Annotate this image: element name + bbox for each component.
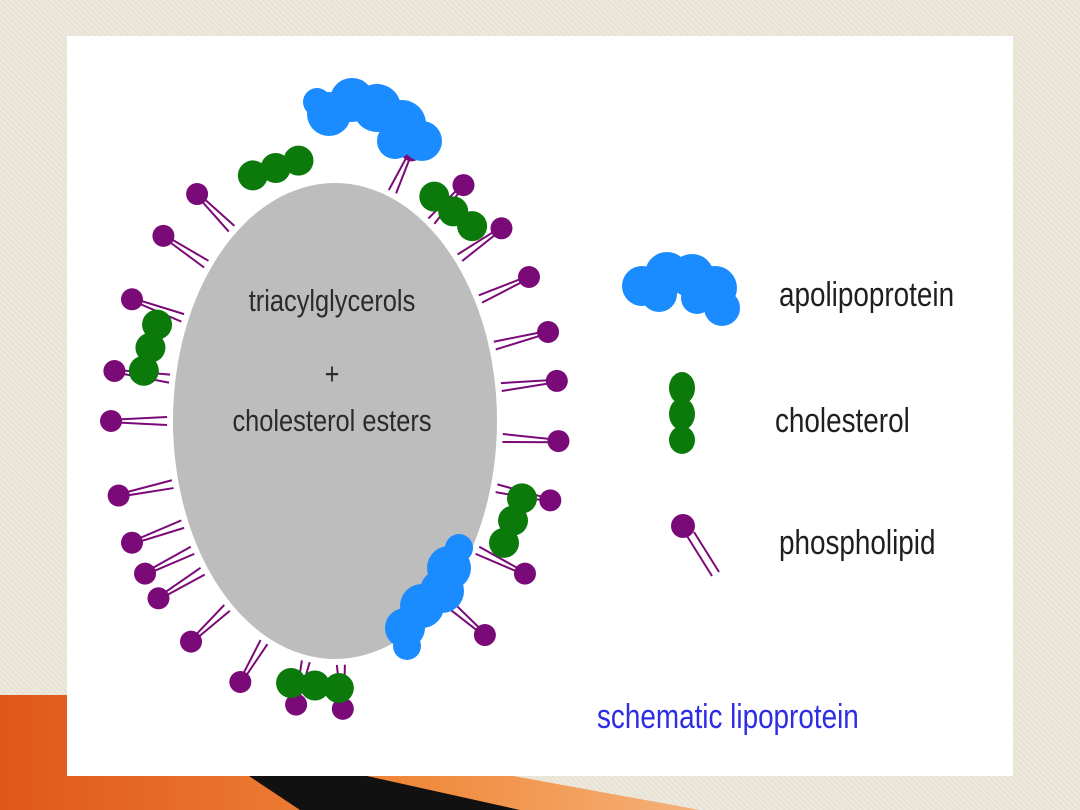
phospholipid	[186, 183, 236, 233]
apolipoprotein-top	[303, 78, 442, 161]
apolipoprotein-lower-right	[385, 534, 473, 660]
diagram-caption: schematic lipoprotein	[597, 697, 859, 735]
phospholipid	[107, 479, 174, 507]
cholesterol	[237, 145, 314, 191]
phospholipid	[500, 369, 568, 393]
core-label-line3: cholesterol esters	[232, 404, 431, 439]
phospholipid	[120, 519, 185, 554]
legend-label-apolipoprotein: apolipoprotein	[779, 275, 954, 313]
phospholipid	[493, 321, 560, 351]
phospholipid	[502, 430, 570, 453]
phospholipid	[100, 410, 168, 432]
cholesterol	[276, 668, 354, 704]
lipid-core	[173, 183, 497, 659]
phospholipid	[457, 217, 513, 262]
cholesterol	[128, 309, 173, 386]
cholesterol	[489, 483, 538, 558]
legend: apolipoprotein cholesterol phospholipid	[622, 252, 954, 577]
black-wedge	[240, 770, 520, 810]
content-panel: triacylglycerols + cholesterol esters ap…	[67, 36, 1013, 776]
phospholipid	[478, 266, 540, 304]
phospholipid	[475, 545, 536, 585]
phospholipid	[134, 545, 195, 585]
legend-label-phospholipid: phospholipid	[779, 523, 936, 561]
phospholipid	[180, 604, 231, 653]
apolipoprotein-icon	[622, 252, 740, 326]
cholesterol	[419, 181, 488, 242]
core-label-line1: triacylglycerols	[249, 284, 416, 319]
phospholipid-icon	[671, 514, 720, 577]
phospholipid	[147, 566, 206, 610]
legend-label-cholesterol: cholesterol	[775, 401, 910, 439]
phospholipid	[152, 224, 210, 269]
phospholipid	[229, 639, 269, 694]
cholesterol-shell	[128, 145, 538, 704]
cholesterol-icon	[669, 372, 695, 454]
core-label-plus: +	[325, 357, 340, 392]
lipoprotein-diagram: triacylglycerols + cholesterol esters ap…	[100, 78, 954, 736]
